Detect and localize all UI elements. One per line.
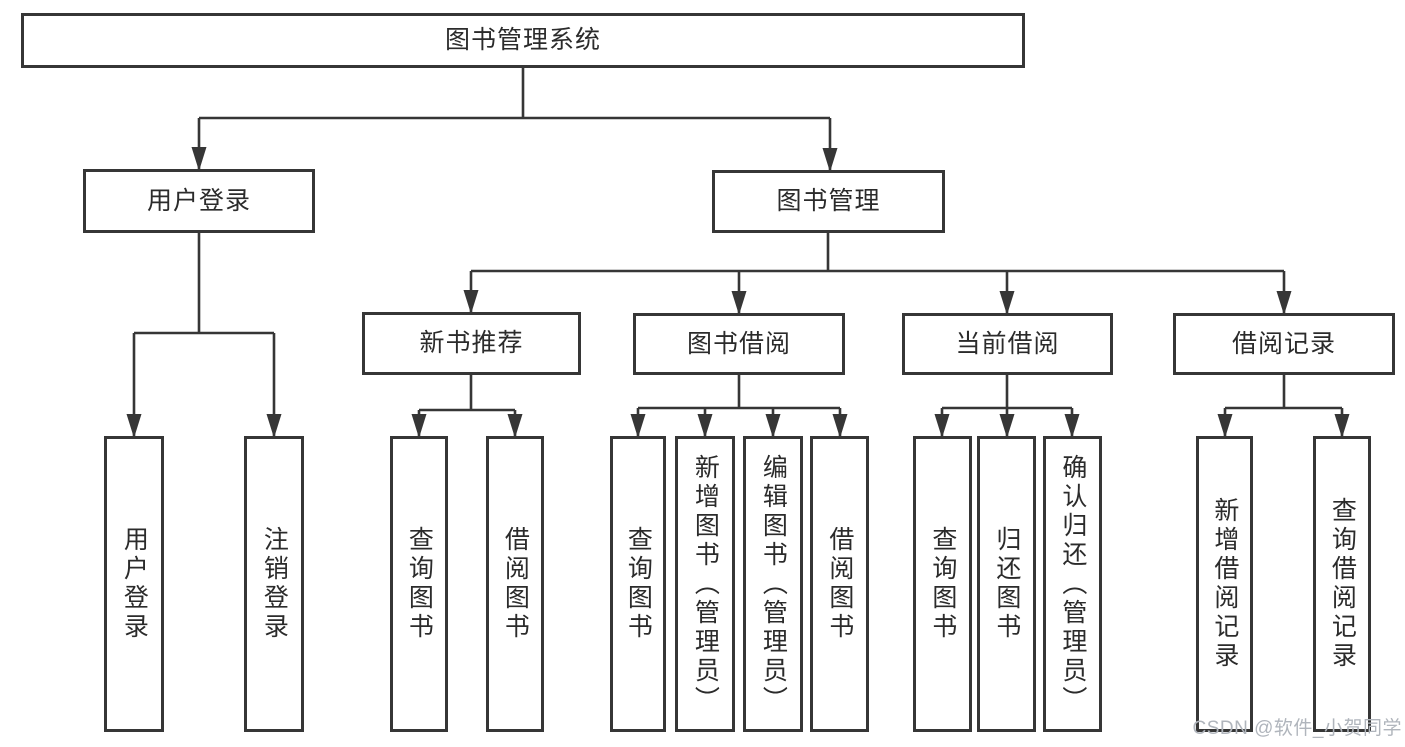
connector-current-borrow-group bbox=[942, 375, 1072, 410]
node-current-borrowing: 当前借阅 bbox=[902, 313, 1113, 375]
leaf-label: 归还图书 bbox=[992, 526, 1021, 642]
leaf-label: 用户登录 bbox=[120, 526, 149, 642]
node-leaf-br-add-record: 新增借阅记录 bbox=[1196, 436, 1253, 732]
leaf-label: 查询图书 bbox=[624, 526, 653, 642]
connector-book-borrow-group bbox=[638, 375, 840, 410]
connector-root-to-level2 bbox=[199, 68, 830, 120]
connector-new-book-rec-group bbox=[419, 375, 515, 412]
leaf-label: 查询图书 bbox=[928, 526, 957, 642]
leaf-label: 借阅图书 bbox=[501, 526, 530, 642]
leaf-label: 新增借阅记录 bbox=[1210, 497, 1239, 671]
node-leaf-rec-query-books: 查询图书 bbox=[390, 436, 448, 732]
node-leaf-bb-borrow-books: 借阅图书 bbox=[810, 436, 869, 732]
node-new-book-recommend: 新书推荐 bbox=[362, 312, 581, 375]
node-user-login: 用户登录 bbox=[83, 169, 315, 233]
node-leaf-bb-add-books-admin: 新增图书（管理员） bbox=[675, 436, 735, 732]
leaf-label: 借阅图书 bbox=[825, 526, 854, 642]
leaf-label: 确认归还（管理员） bbox=[1058, 453, 1087, 715]
node-leaf-cb-confirm-return-admin: 确认归还（管理员） bbox=[1043, 436, 1102, 732]
node-leaf-rec-borrow-books: 借阅图书 bbox=[486, 436, 544, 732]
node-book-management: 图书管理 bbox=[712, 170, 945, 233]
leaf-label: 查询图书 bbox=[405, 526, 434, 642]
node-borrow-records: 借阅记录 bbox=[1173, 313, 1395, 375]
csdn-watermark: CSDN @软件_小贺同学 bbox=[1192, 718, 1402, 739]
node-leaf-user-login: 用户登录 bbox=[104, 436, 164, 732]
leaf-label: 新增图书（管理员） bbox=[691, 453, 720, 715]
connector-user-login-group bbox=[134, 233, 274, 335]
leaf-label: 查询借阅记录 bbox=[1328, 497, 1357, 671]
node-book-borrowing: 图书借阅 bbox=[633, 313, 845, 375]
connector-borrow-record-group bbox=[1225, 375, 1342, 410]
node-leaf-bb-edit-books-admin: 编辑图书（管理员） bbox=[743, 436, 803, 732]
node-leaf-br-query-record: 查询借阅记录 bbox=[1313, 436, 1371, 732]
node-leaf-cb-query-books: 查询图书 bbox=[913, 436, 972, 732]
connector-book-mgmt-group bbox=[471, 233, 1284, 273]
leaf-label: 注销登录 bbox=[260, 526, 289, 642]
node-library-system: 图书管理系统 bbox=[21, 13, 1025, 68]
node-leaf-cb-return-books: 归还图书 bbox=[977, 436, 1036, 732]
leaf-label: 编辑图书（管理员） bbox=[759, 453, 788, 715]
node-leaf-bb-query-books: 查询图书 bbox=[610, 436, 666, 732]
node-leaf-logout: 注销登录 bbox=[244, 436, 304, 732]
